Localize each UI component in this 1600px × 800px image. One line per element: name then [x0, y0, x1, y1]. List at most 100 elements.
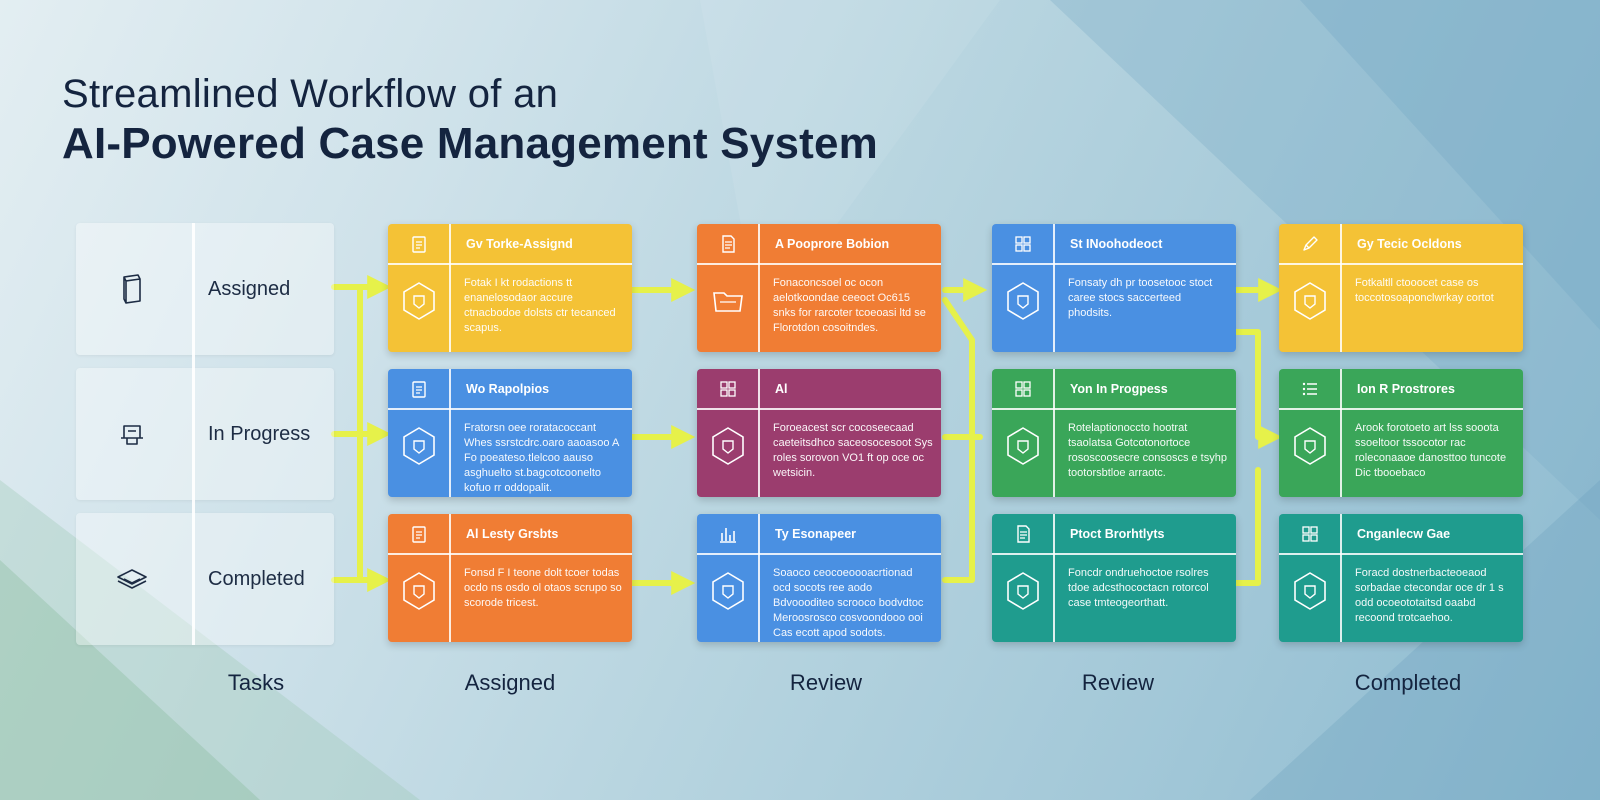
card-title: Cnganlecw Gae	[1357, 527, 1451, 541]
card-divider-horizontal	[697, 553, 941, 555]
card-body-text: Fotkaltll ctooocet case os toccotosoapon…	[1355, 277, 1494, 304]
hex-shield-icon	[1294, 572, 1326, 610]
hex-shield-icon	[403, 572, 435, 610]
card-divider-horizontal	[388, 553, 632, 555]
task-panel-divider	[192, 223, 195, 645]
card-body-text: Soaoco ceocoeoooacrtionad ocd socots ree…	[773, 567, 924, 639]
card-body-text: Fratorsn oee roratacoccant Whes ssrstcdr…	[464, 422, 619, 494]
card-title: St INoohodeoct	[1070, 237, 1163, 251]
card-divider-vertical	[1340, 514, 1342, 642]
card-divider-vertical	[758, 369, 760, 497]
card-divider-vertical	[758, 224, 760, 352]
task-label: Completed	[208, 567, 305, 590]
card-divider-horizontal	[1279, 263, 1523, 265]
task-row-in-progress[interactable]: In Progress	[76, 368, 334, 500]
hex-shield-icon	[712, 427, 744, 465]
hex-shield-icon	[1294, 282, 1326, 320]
page-title-line2: AI-Powered Case Management System	[62, 119, 878, 168]
card-divider-vertical	[758, 514, 760, 642]
column-label-review-2: Review	[1081, 670, 1155, 695]
card-divider-horizontal	[388, 408, 632, 410]
card-divider-horizontal	[697, 408, 941, 410]
card-title: Wo Rapolpios	[466, 382, 550, 396]
stack-layers-icon	[117, 569, 147, 589]
inbox-tray-icon	[121, 425, 143, 445]
hex-shield-icon	[712, 572, 744, 610]
card-divider-vertical	[1340, 369, 1342, 497]
card-title: Al Lesty Grsbts	[466, 527, 559, 541]
card-title: Ty Esonapeer	[775, 527, 857, 541]
card-divider-vertical	[1053, 514, 1055, 642]
card-body-text: Arook forotoeto art lss sooota ssoeltoor…	[1355, 422, 1507, 479]
card-divider-horizontal	[992, 263, 1236, 265]
document-icon	[722, 235, 735, 253]
grid-icon	[1015, 381, 1031, 397]
grid-icon	[720, 381, 736, 397]
card-title: A Pooprore Bobion	[775, 237, 890, 251]
card-body-text: Rotelaptionoccto hootrat tsaolatsa Gotco…	[1068, 422, 1227, 479]
card-divider-horizontal	[1279, 408, 1523, 410]
card-divider-horizontal	[697, 263, 941, 265]
flow-arrow	[1232, 329, 1283, 449]
column-label-review: Review	[789, 670, 863, 695]
hex-shield-icon	[403, 427, 435, 465]
document-icon	[1017, 525, 1030, 543]
grid-icon	[1015, 236, 1031, 252]
hex-shield-icon	[1294, 427, 1326, 465]
card-divider-vertical	[1053, 369, 1055, 497]
flow-arrow	[942, 297, 975, 583]
card-title: Ion R Prostrores	[1357, 382, 1455, 396]
card-divider-vertical	[1053, 224, 1055, 352]
title-block: Streamlined Workflow of an AI-Powered Ca…	[62, 70, 878, 170]
card-body-text: Fotak I kt rodactions tt enanelosodaor a…	[464, 277, 616, 334]
card-title: Al	[775, 382, 788, 396]
list-icon	[1302, 382, 1317, 396]
box-icon	[123, 274, 141, 304]
card-title: Gy Tecic Ocldons	[1357, 237, 1462, 251]
hex-shield-icon	[403, 282, 435, 320]
card-title: Gv Torke-Assignd	[466, 237, 573, 251]
task-label: In Progress	[208, 422, 311, 445]
task-row-assigned[interactable]: Assigned	[76, 223, 334, 355]
clipboard-icon	[412, 526, 426, 543]
column-label-completed: Completed	[1354, 670, 1462, 695]
card-title: Yon In Progpess	[1070, 382, 1168, 396]
folder-icon	[713, 292, 743, 312]
card-body-text: Foroeacest scr cocoseecaad caeteitsdhco …	[773, 422, 933, 479]
card-divider-vertical	[449, 224, 451, 352]
hex-shield-icon	[1007, 572, 1039, 610]
card-divider-vertical	[449, 514, 451, 642]
card-body-text: Fonaconcsoel oc ocon aelotkoondae ceeoct…	[773, 277, 926, 334]
pencil-icon	[1303, 236, 1318, 251]
card-body-text: Fonsd F I teone dolt tcoer todas ocdo ns…	[464, 567, 622, 609]
task-label: Assigned	[208, 277, 291, 300]
card-body-text: Foracd dostnerbacteoeaod sorbadae ctecon…	[1355, 567, 1504, 624]
column-label-assigned: Assigned	[464, 670, 556, 695]
card-divider-horizontal	[388, 263, 632, 265]
hex-shield-icon	[1007, 282, 1039, 320]
clipboard-icon	[412, 381, 426, 398]
flow-arrow	[1232, 467, 1261, 586]
card-divider-vertical	[449, 369, 451, 497]
task-row-completed[interactable]: Completed	[76, 513, 334, 645]
card-divider-horizontal	[1279, 553, 1523, 555]
card-divider-horizontal	[992, 553, 1236, 555]
hex-shield-icon	[1007, 427, 1039, 465]
card-divider-horizontal	[992, 408, 1236, 410]
bar-chart-icon	[720, 528, 736, 543]
grid-icon	[1302, 526, 1318, 542]
card-body-text: Fonsaty dh pr toosetooc stoct caree stoc…	[1068, 277, 1213, 319]
